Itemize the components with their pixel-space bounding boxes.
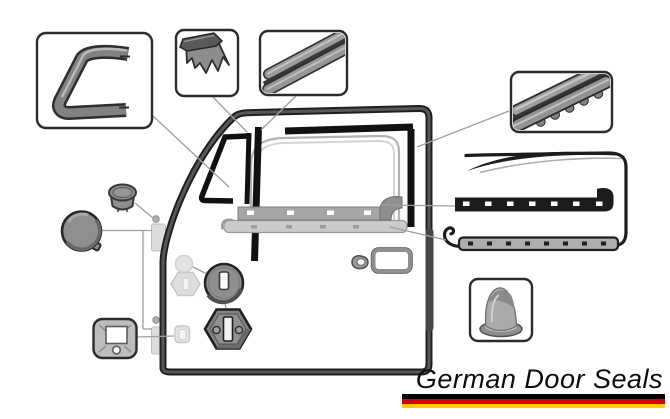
seal-profile-flange xyxy=(179,32,224,52)
door-aperture-seal-group xyxy=(442,151,628,252)
swoosh-shadow xyxy=(479,157,624,174)
flag-stripe-gold xyxy=(402,403,665,408)
door-outline-inner-shade xyxy=(161,106,431,374)
callout-glass-run-channel-large xyxy=(509,70,614,134)
door-outline xyxy=(159,105,433,376)
inner-scraper-strip-marks xyxy=(468,241,606,246)
brand-title: German Door Seals xyxy=(415,364,663,394)
callout-glass-run-channel xyxy=(258,29,349,97)
car-door xyxy=(159,105,434,376)
outer-scraper-holes xyxy=(247,210,371,215)
ghost-hexagon xyxy=(170,271,201,297)
edge-dot xyxy=(152,215,160,223)
callout-seal-cross-section xyxy=(174,28,240,98)
outer-scraper-strip-holes xyxy=(463,201,603,206)
window-opening-seal-outer xyxy=(249,134,401,226)
vent-divider-bar xyxy=(244,132,252,205)
vent-seal-highlight xyxy=(60,47,128,98)
ghost-plate xyxy=(174,325,191,344)
regulator-cover-plate xyxy=(92,317,138,360)
door-handle-cup xyxy=(371,248,412,273)
window-divider-bar xyxy=(251,126,262,262)
hole-plug xyxy=(108,183,137,212)
inner-scraper-marks xyxy=(251,225,359,229)
callout-cone-bump-stop xyxy=(468,277,534,343)
cone-shading xyxy=(489,290,515,309)
outer-scraper-strip xyxy=(455,188,614,212)
callout-vent-window-seal xyxy=(35,31,154,130)
vent-seal-body xyxy=(54,47,129,118)
flag-stripe-red xyxy=(402,399,665,404)
edge-dot xyxy=(152,316,160,324)
german-flag-bar xyxy=(402,394,665,408)
inner-scraper-strip xyxy=(457,236,620,252)
outer-sill-scraper xyxy=(237,206,387,221)
handle-escutcheon-hole xyxy=(356,258,366,266)
door-edge-trim xyxy=(425,228,434,332)
lock-cylinder-seal xyxy=(203,262,245,305)
hexagon-escutcheon xyxy=(203,308,253,350)
ghost-plug xyxy=(174,254,194,274)
vent-window-frame-seal xyxy=(198,133,248,204)
glass-run-top-seal xyxy=(284,123,414,135)
channel-rails xyxy=(262,33,345,93)
front-run-swoosh xyxy=(467,151,626,171)
leader-lines xyxy=(101,95,510,338)
flag-stripe-black xyxy=(402,394,665,399)
door-stop-knob xyxy=(60,210,103,252)
channel-rails-large xyxy=(513,74,610,130)
